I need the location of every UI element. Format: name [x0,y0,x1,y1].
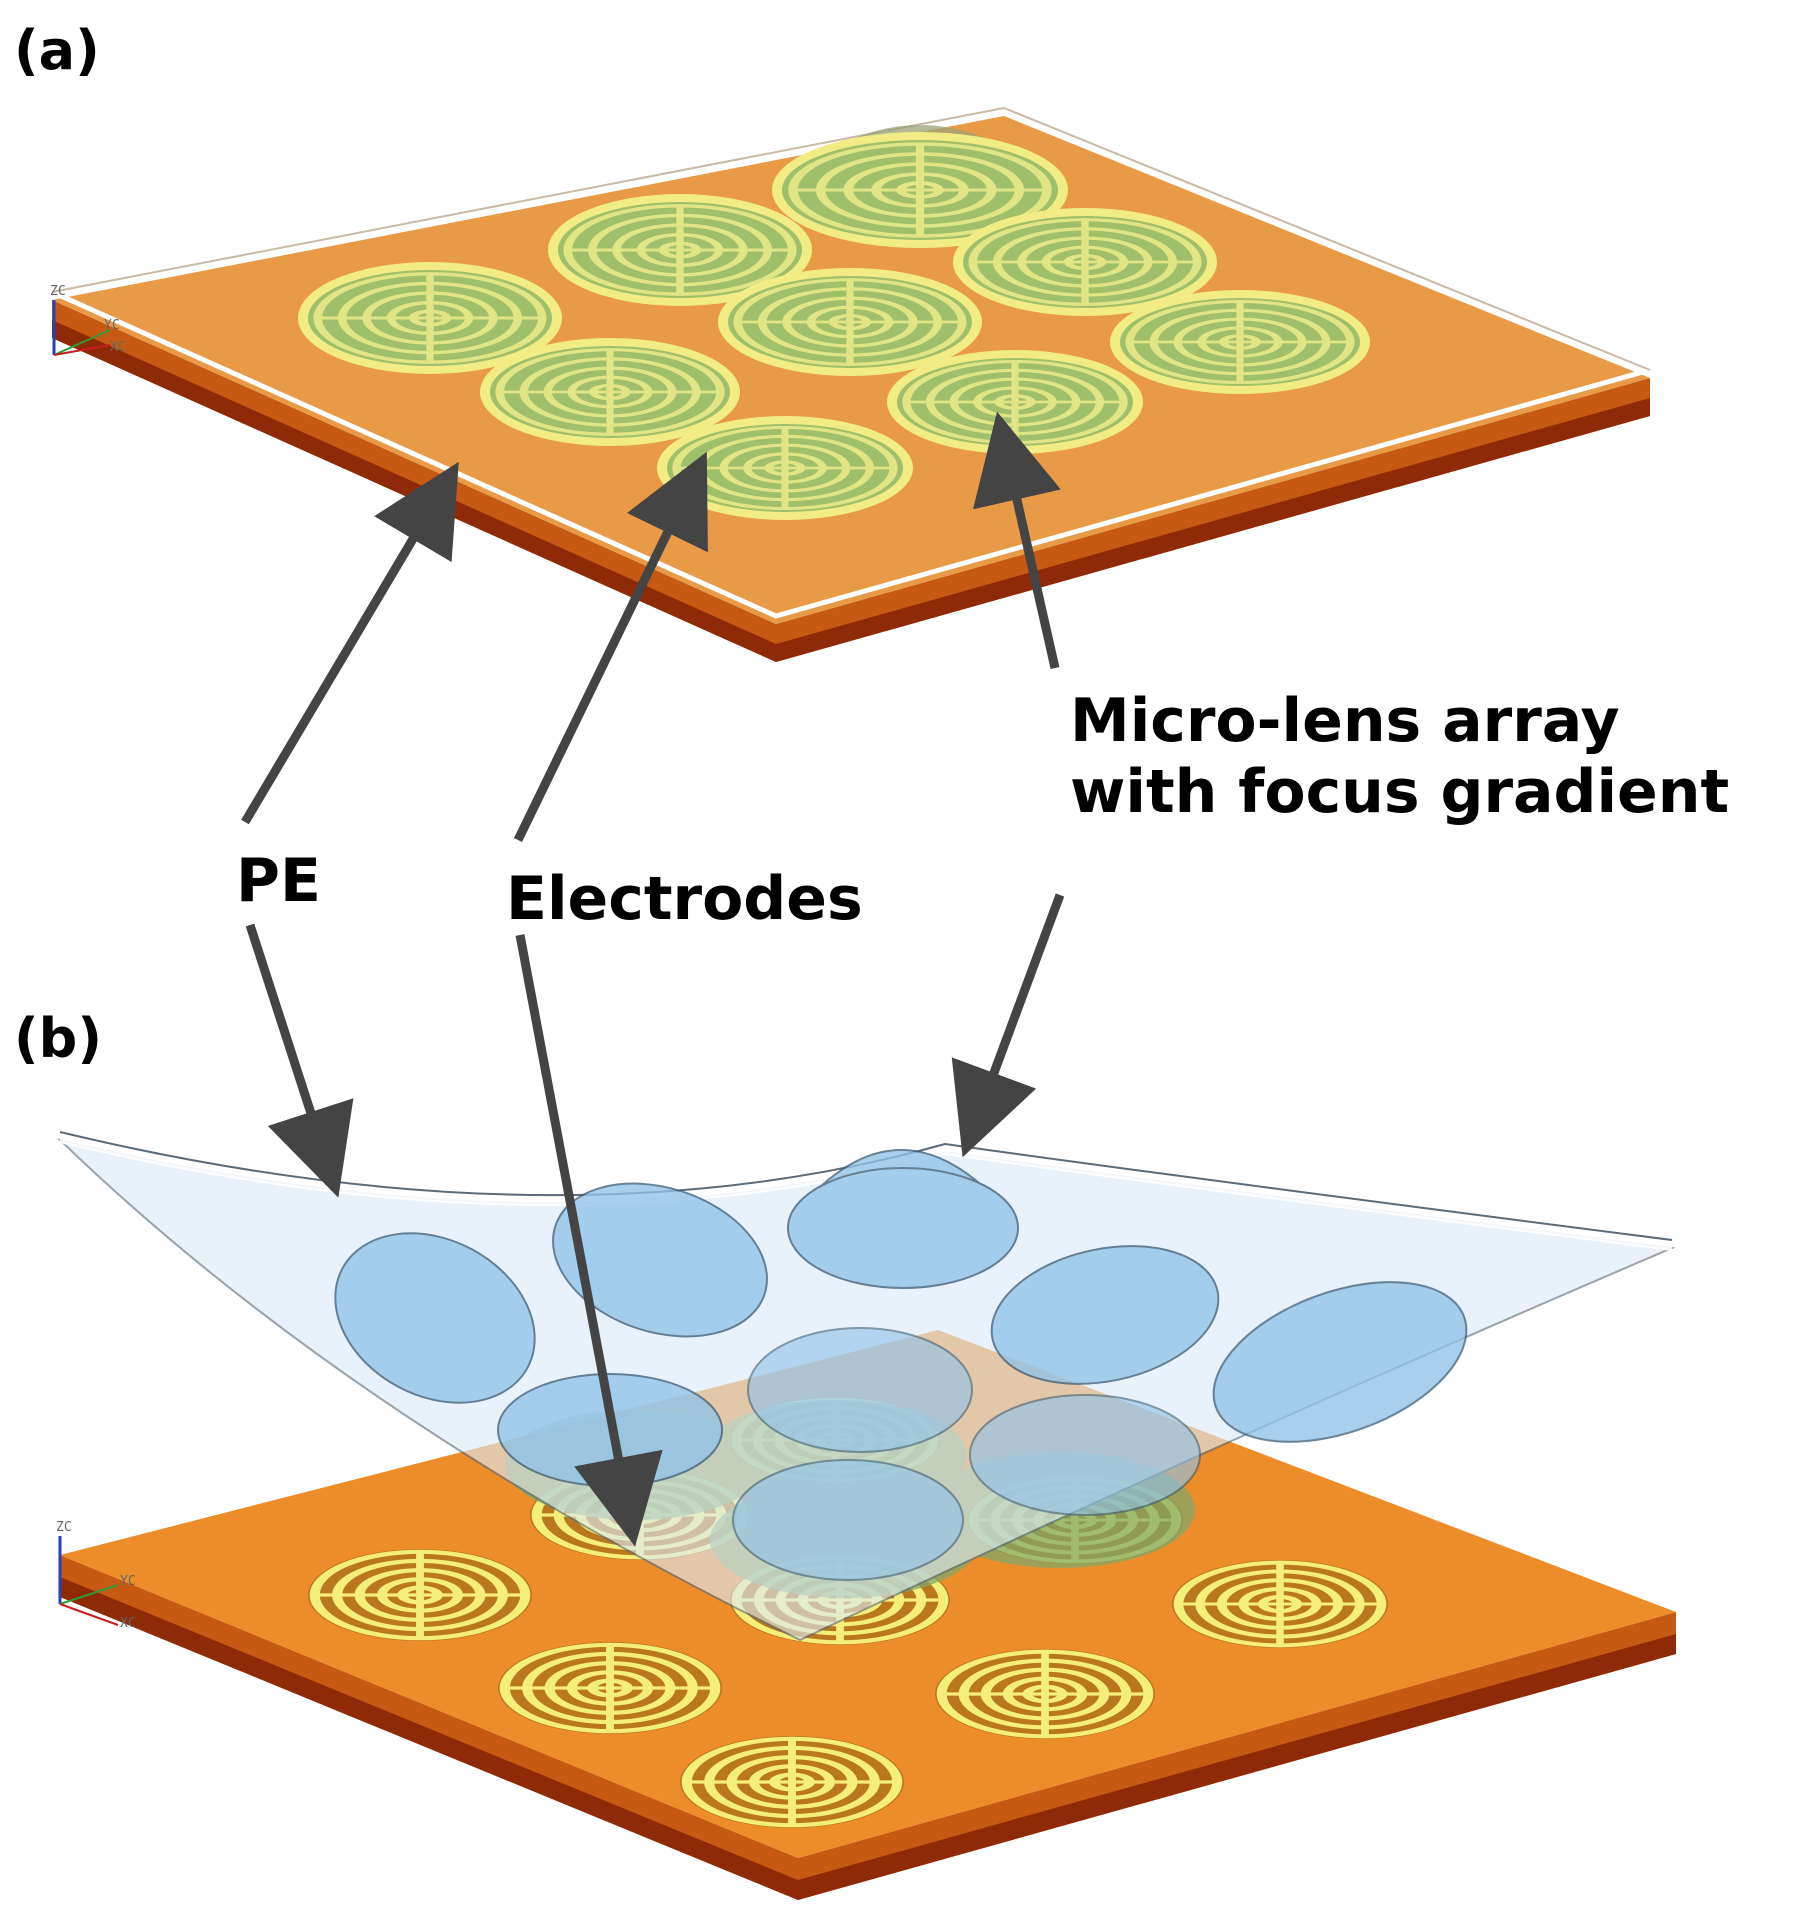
lens-b-3 [787,1167,1019,1289]
lens-b-5 [1212,1281,1468,1443]
electrode-b-8 [935,1649,1155,1739]
panel-label-a: (a) [14,19,100,82]
arrow-pe-to-b [245,923,354,1198]
lens-b-4 [990,1245,1220,1385]
callout-microlens: Micro-lens array with focus gradient [1070,686,1729,828]
lens-a-3 [950,208,1220,316]
lens-a-6 [1110,290,1370,394]
arrow-pe-to-a [241,461,459,825]
axis-triad-a [52,300,111,356]
lens-b-8 [969,1394,1201,1516]
lens-a-1 [772,125,1068,248]
lens-a-4 [298,262,562,374]
axis-triad-b [58,1536,119,1626]
lens-array-a [298,125,1370,520]
axis-label-yc-b: YC [120,1574,136,1589]
lens-array-b [334,1149,1468,1581]
lens-b-7 [747,1327,973,1453]
lens-b-9 [732,1459,964,1581]
axis-label-zc-a: ZC [50,284,66,299]
panel-label-b: (b) [14,1007,103,1070]
lens-a-5 [718,268,982,376]
lens-a-7 [480,338,740,446]
lens-b-2 [552,1182,768,1338]
substrate-b-left-side-dark [60,1577,798,1900]
electrode-b-1 [308,1549,532,1641]
callout-arrows [241,411,1065,1547]
electrode-b-9 [1172,1560,1388,1648]
lens-a-8 [887,350,1143,454]
electrode-b-7 [680,1736,904,1828]
substrate-b-right-side-dark [798,1634,1676,1900]
axis-label-xc-a: XC [110,340,126,355]
panel-a-device [43,105,1658,662]
lens-a-2 [548,194,812,306]
callout-microlens-line1: Micro-lens array [1070,686,1620,756]
lens-b-1 [334,1232,536,1404]
arrow-electrodes-to-a [513,451,708,842]
arrow-electrodes-to-b [515,934,663,1547]
arrow-microlens-to-a [973,411,1061,669]
panel-b-device [56,1131,1676,1900]
arrow-microlens-to-b [951,893,1065,1158]
axis-label-xc-b: XC [120,1616,136,1631]
axis-label-yc-a: YC [104,318,120,333]
pe-film-a-edge [51,106,1651,371]
callout-electrodes: Electrodes [506,864,863,934]
callout-pe: PE [236,846,321,916]
callout-microlens-line2: with focus gradient [1070,756,1730,827]
substrate-a-right-side-dark [776,398,1650,662]
electrode-b-4 [498,1642,722,1734]
axis-label-zc-b: ZC [56,1520,72,1535]
lens-a-9 [657,416,913,520]
